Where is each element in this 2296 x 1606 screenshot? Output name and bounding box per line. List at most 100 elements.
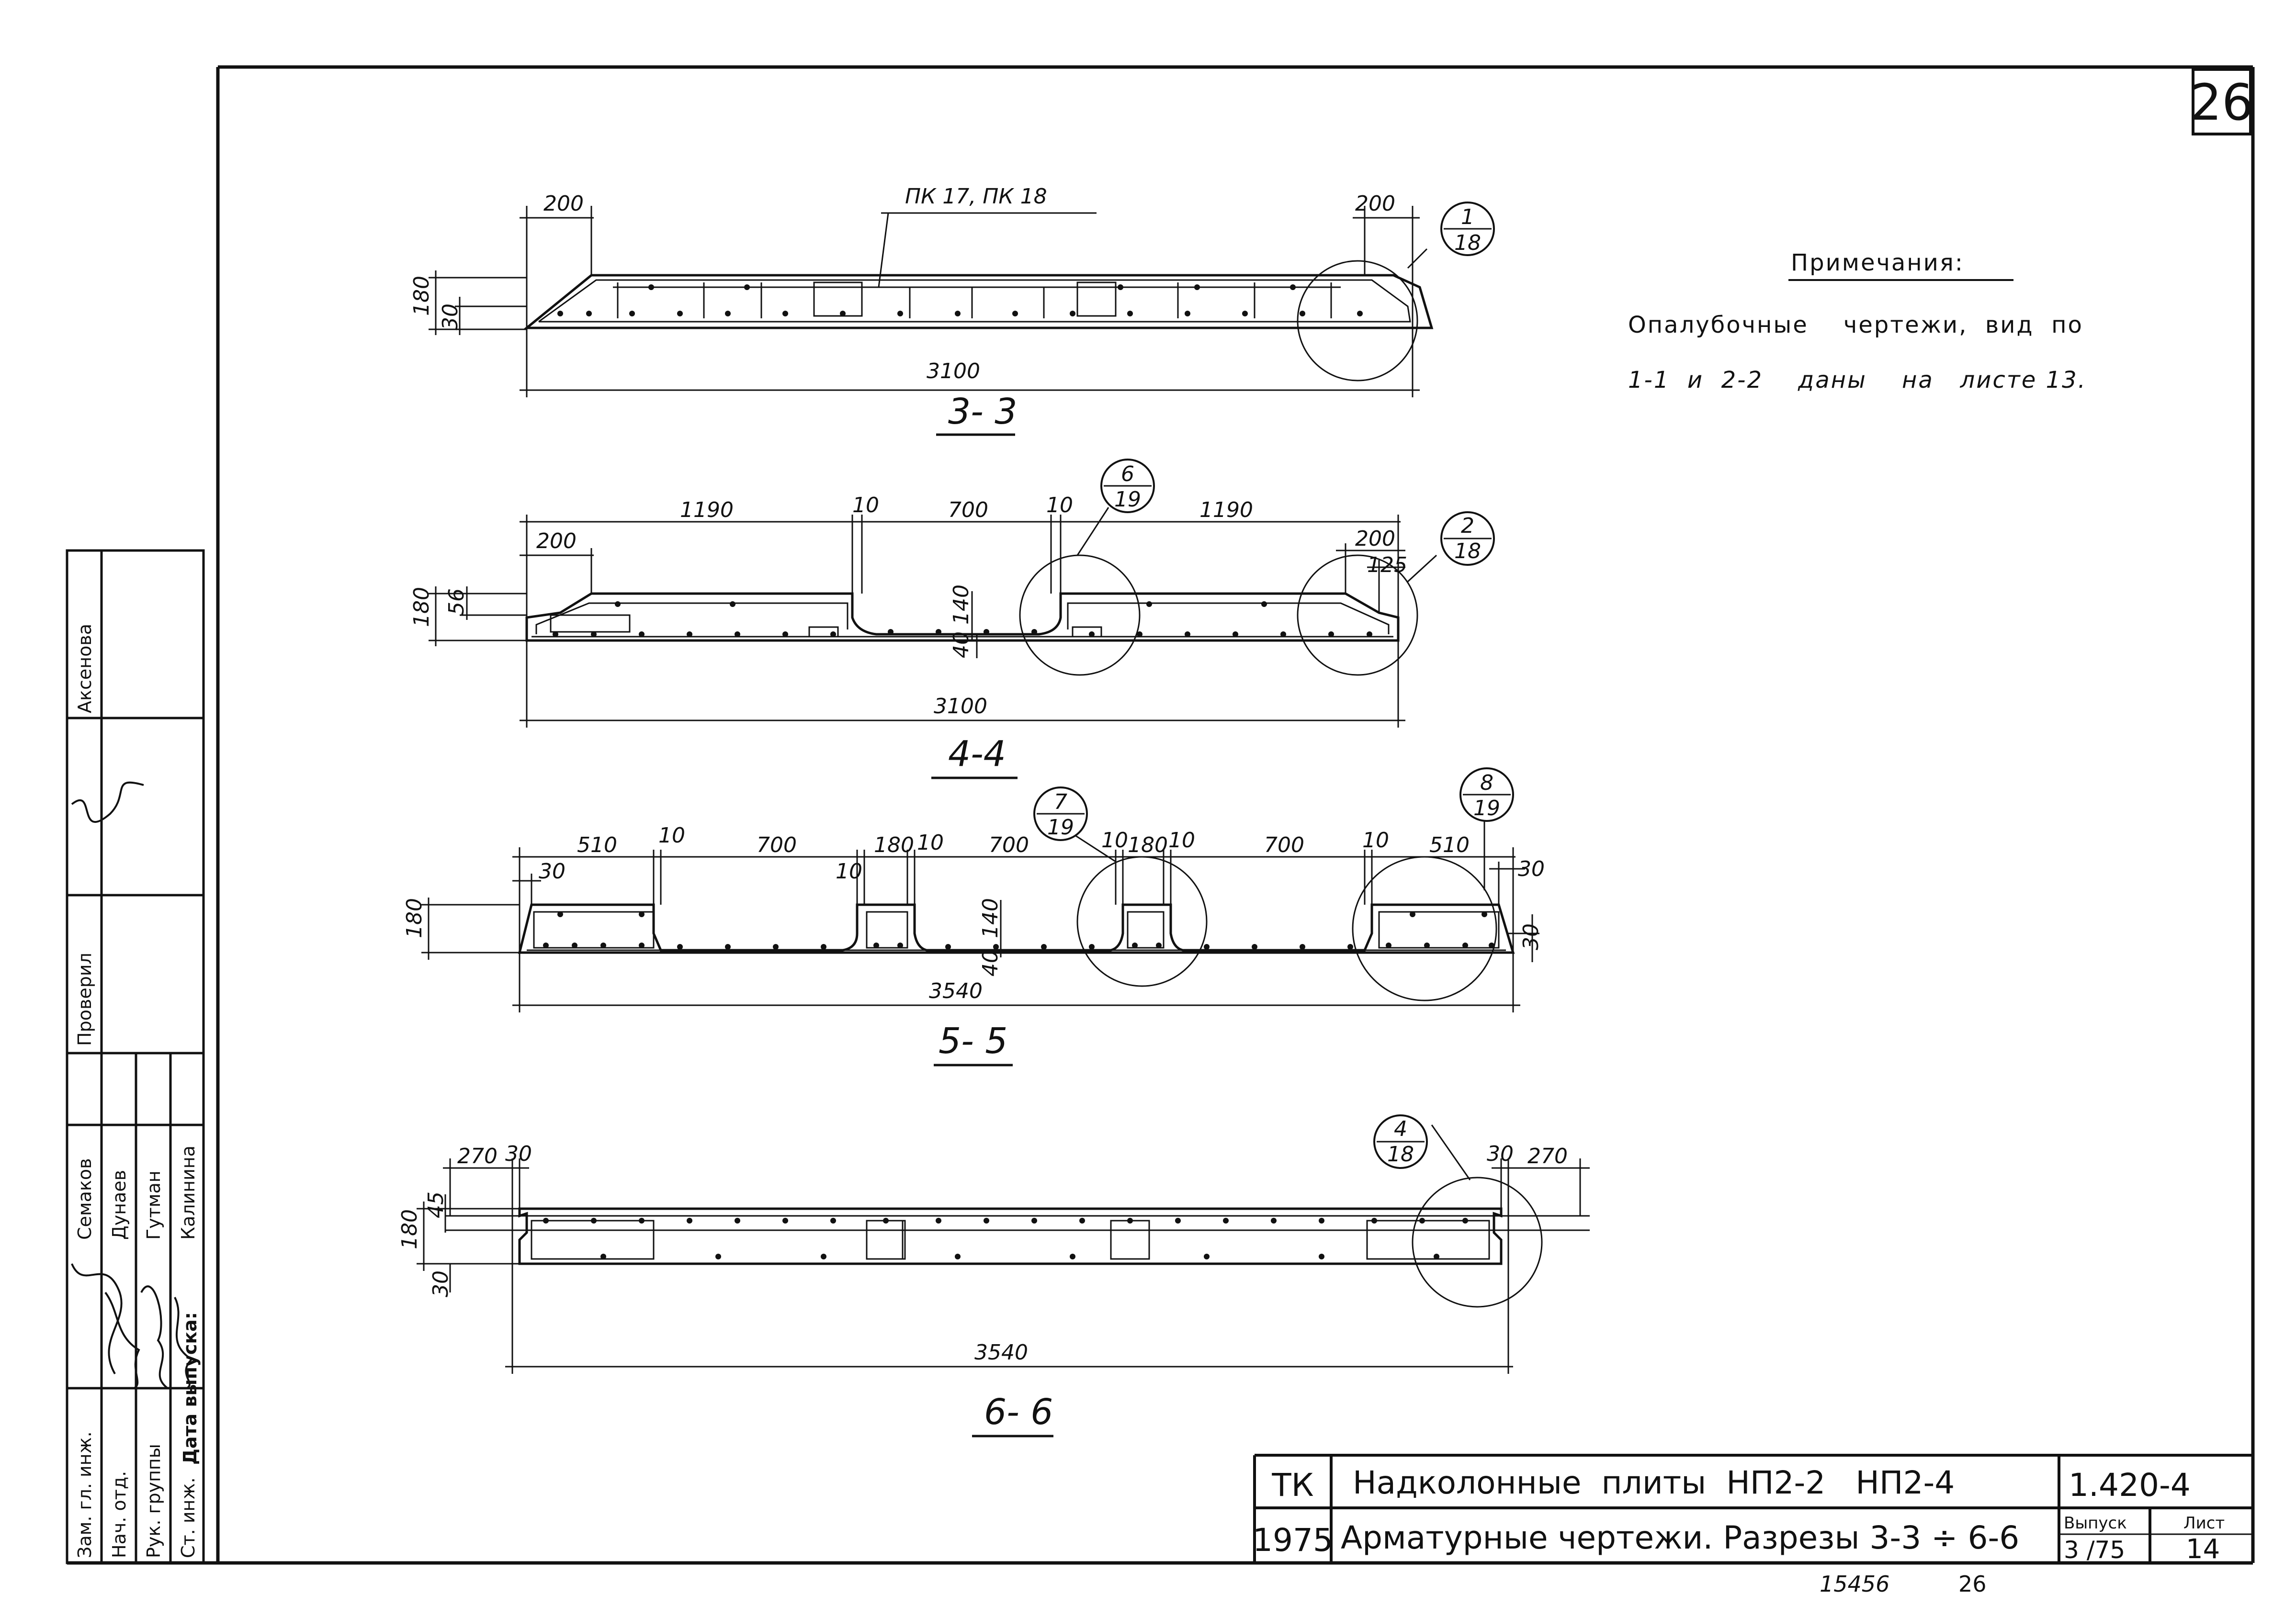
dim-5-5-top-8: 10 bbox=[1168, 828, 1195, 853]
stamp-role-2: Рук. группы bbox=[143, 1444, 164, 1558]
issue-value: 3 /75 bbox=[2064, 1536, 2125, 1564]
dimensions-4-4 bbox=[429, 515, 1405, 728]
title-line-1: Надколонные плиты НП2-2 НП2-4 bbox=[1353, 1464, 1955, 1501]
notes-line-2: 1-1 и 2-2 даны на листе 13. bbox=[1628, 367, 2087, 393]
dim-4-4-1: 200 bbox=[1355, 527, 1395, 551]
section-title-3-3: 3- 3 bbox=[948, 391, 1017, 432]
dim-5-5-top-0: 510 bbox=[577, 833, 617, 857]
dim-6-6-2: 30 bbox=[1487, 1142, 1514, 1166]
slab-outline-4-4 bbox=[525, 592, 1400, 642]
drawing-code: 1.420-4 bbox=[2069, 1467, 2191, 1504]
dim-5-5-top-10: 10 bbox=[1362, 828, 1389, 853]
rebar-6-6 bbox=[531, 1220, 1490, 1260]
sheet-frame bbox=[67, 65, 2255, 1565]
stamp-checked-label: Проверил bbox=[74, 953, 95, 1046]
dim-4-4-4: 56 bbox=[444, 588, 469, 615]
callout-num-4-4-b: 2 bbox=[1461, 514, 1474, 538]
detail-circle-6-6: 4 18 bbox=[1373, 1114, 1543, 1308]
section-title-5-5: 5- 5 bbox=[939, 1021, 1007, 1062]
dim-6-6-7: 3540 bbox=[974, 1340, 1028, 1365]
stamp-name-1: Дунаев bbox=[109, 1170, 130, 1240]
dim-6-6-0: 270 bbox=[457, 1144, 498, 1168]
dim-4-4-top-4: 1190 bbox=[1199, 498, 1253, 522]
notes-heading: Примечания: bbox=[1791, 249, 1964, 276]
callout-den-3-3: 18 bbox=[1454, 231, 1481, 255]
section-title-6-6: 6- 6 bbox=[984, 1392, 1053, 1433]
callout-num-6-6: 4 bbox=[1394, 1117, 1407, 1141]
dim-6-6-4: 45 bbox=[424, 1191, 448, 1218]
title-block: ТК 1975 Надколонные плиты НП2-2 НП2-4 Ар… bbox=[1253, 1454, 2253, 1565]
dim-5-5-top-2: 700 bbox=[757, 833, 797, 857]
dim-6-6-5: 180 bbox=[397, 1209, 422, 1249]
dim-5-5-7: 3540 bbox=[929, 979, 983, 1003]
stamp-role-0: Зам. гл. инж. bbox=[74, 1431, 95, 1558]
handwritten-signatures bbox=[71, 781, 193, 1389]
callout-den-6-6: 18 bbox=[1387, 1142, 1414, 1167]
callout-den-4-4-a: 19 bbox=[1114, 487, 1141, 512]
dim-5-5-top-3: 180 bbox=[874, 833, 914, 857]
dim-6-6-1: 30 bbox=[505, 1142, 532, 1166]
dim-5-5-top-11: 510 bbox=[1429, 833, 1470, 857]
inventory-number: 15456 bbox=[1820, 1571, 1889, 1597]
dim-4-4-0: 200 bbox=[536, 529, 577, 553]
dim-4-4-3: 180 bbox=[409, 587, 434, 627]
detail-circle-3-3: 1 18 bbox=[1297, 202, 1495, 382]
dim-4-4-top-3: 10 bbox=[1046, 493, 1073, 517]
stamp-name-0: Семаков bbox=[74, 1158, 95, 1240]
callout-num-4-4-a: 6 bbox=[1121, 462, 1134, 486]
dim-6-6-6: 30 bbox=[429, 1270, 453, 1297]
dim-5-5-4: 140 bbox=[978, 898, 1003, 938]
detail-circles-4-4: 6 19 2 18 bbox=[1019, 459, 1495, 676]
sheet-value: 14 bbox=[2186, 1534, 2220, 1565]
rebar-dots-5-5 bbox=[543, 911, 1494, 950]
callout-num-5-5-a: 7 bbox=[1054, 790, 1067, 814]
dim-5-5-top-5: 700 bbox=[989, 833, 1029, 857]
rebar-3-3 bbox=[613, 281, 1341, 318]
notes: Примечания: Опалубочные чертежи, вид по … bbox=[1628, 249, 2087, 393]
rebar-dots-3-3 bbox=[557, 284, 1363, 316]
dim-5-5-3: 180 bbox=[402, 898, 427, 938]
dim-5-5-6: 30 bbox=[1519, 923, 1543, 950]
section-4-4: 1190 10 700 10 1190 200 200 125 180 56 1… bbox=[409, 459, 1495, 779]
slab-outline-3-3 bbox=[523, 274, 1434, 329]
rebar-dots-6-6 bbox=[543, 1218, 1468, 1259]
callout-num-3-3: 1 bbox=[1461, 205, 1474, 229]
dim-3-3-0: 200 bbox=[543, 191, 584, 216]
dim-3-3-1: 200 bbox=[1355, 191, 1395, 216]
rebar-5-5 bbox=[527, 911, 1506, 951]
sheet-label: Лист bbox=[2183, 1514, 2225, 1533]
callout-den-4-4-b: 18 bbox=[1454, 539, 1481, 563]
stamp-role-1: Нач. отд. bbox=[109, 1471, 130, 1558]
title-org: ТК bbox=[1271, 1467, 1313, 1504]
sheet-number: 26 bbox=[2190, 73, 2253, 132]
callout-num-5-5-b: 8 bbox=[1480, 771, 1493, 795]
dim-5-5-2: 30 bbox=[1518, 857, 1545, 881]
dimensions-3-3 bbox=[429, 206, 1420, 397]
stamp-role-3: Ст. инж. bbox=[178, 1477, 199, 1558]
dim-5-5-0: 30 bbox=[539, 859, 566, 884]
rebar-4-4 bbox=[532, 602, 1393, 638]
dim-5-5-5: 40 bbox=[978, 950, 1003, 977]
slab-outline-6-6 bbox=[518, 1207, 1503, 1265]
sheet-number-box: 26 bbox=[2190, 68, 2253, 135]
dim-5-5-1: 10 bbox=[836, 859, 862, 884]
issue-label: Выпуск bbox=[2064, 1514, 2127, 1533]
dim-4-4-top-0: 1190 bbox=[680, 498, 734, 522]
title-year: 1975 bbox=[1253, 1522, 1333, 1559]
rebar-dots-4-4 bbox=[553, 601, 1372, 637]
detail-circles-5-5: 7 19 8 19 bbox=[1033, 767, 1514, 1001]
dim-4-4-7: 3100 bbox=[934, 694, 987, 719]
slab-outline-5-5 bbox=[518, 903, 1515, 954]
stamp-role-4: Дата выпуска: bbox=[180, 1312, 201, 1465]
section-title-4-4: 4-4 bbox=[948, 733, 1006, 775]
dim-3-3-2: 180 bbox=[409, 276, 434, 316]
dimensions-5-5 bbox=[421, 847, 1539, 1012]
dim-4-4-top-2: 700 bbox=[948, 498, 988, 522]
dim-5-5-top-1: 10 bbox=[658, 823, 685, 848]
section-5-5: 510 10 700 180 10 700 10 180 10 700 10 5… bbox=[402, 767, 1545, 1067]
page-number: 26 bbox=[1958, 1571, 1987, 1597]
dim-3-3-3: 30 bbox=[438, 303, 463, 330]
dim-4-4-6: 40 bbox=[949, 631, 973, 658]
stamp-name-3: Калинина bbox=[178, 1146, 199, 1240]
